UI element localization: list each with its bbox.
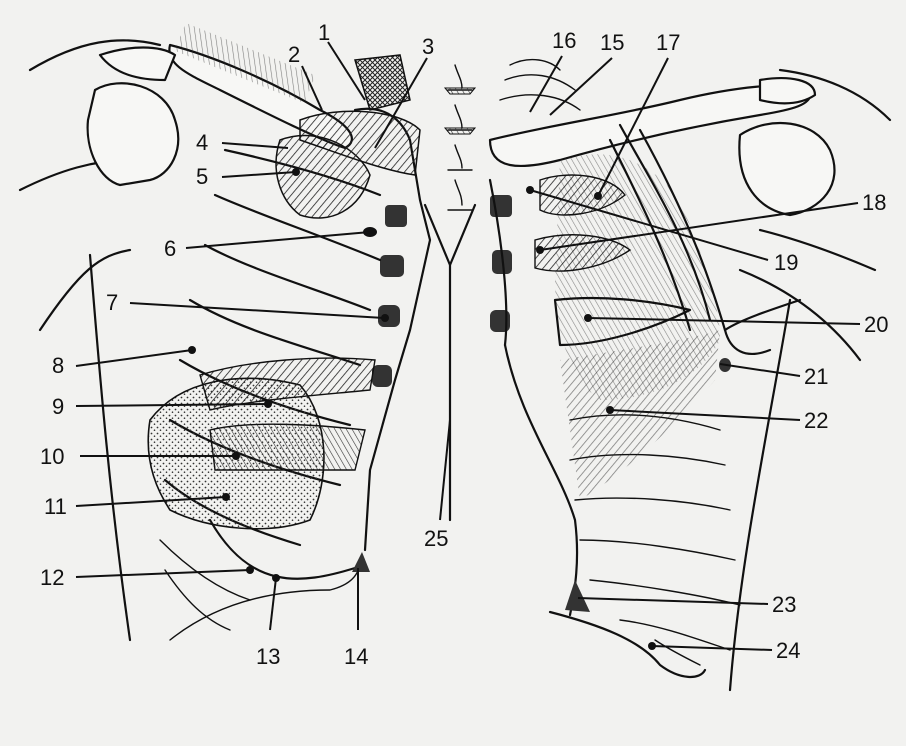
label-15: 15	[600, 30, 624, 55]
posterior-thorax	[490, 60, 890, 690]
vertebral-markers	[425, 65, 475, 520]
label-23: 23	[772, 592, 796, 617]
label-8: 8	[52, 353, 64, 378]
label-9: 9	[52, 394, 64, 419]
label-12: 12	[40, 565, 64, 590]
label-7: 7	[106, 290, 118, 315]
label-13: 13	[256, 644, 280, 669]
label-24: 24	[776, 638, 800, 663]
label-17: 17	[656, 30, 680, 55]
anterior-thorax	[20, 23, 430, 640]
label-22: 22	[804, 408, 828, 433]
label-2: 2	[288, 42, 300, 67]
label-4: 4	[196, 130, 208, 155]
label-3: 3	[422, 34, 434, 59]
label-5: 5	[196, 164, 208, 189]
label-10: 10	[40, 444, 64, 469]
label-20: 20	[864, 312, 888, 337]
label-21: 21	[804, 364, 828, 389]
label-19: 19	[774, 250, 798, 275]
label-18: 18	[862, 190, 886, 215]
label-6: 6	[164, 236, 176, 261]
label-11: 11	[44, 494, 67, 519]
label-1: 1	[318, 20, 330, 45]
label-14: 14	[344, 644, 368, 669]
label-25: 25	[424, 526, 448, 551]
label-16: 16	[552, 28, 576, 53]
